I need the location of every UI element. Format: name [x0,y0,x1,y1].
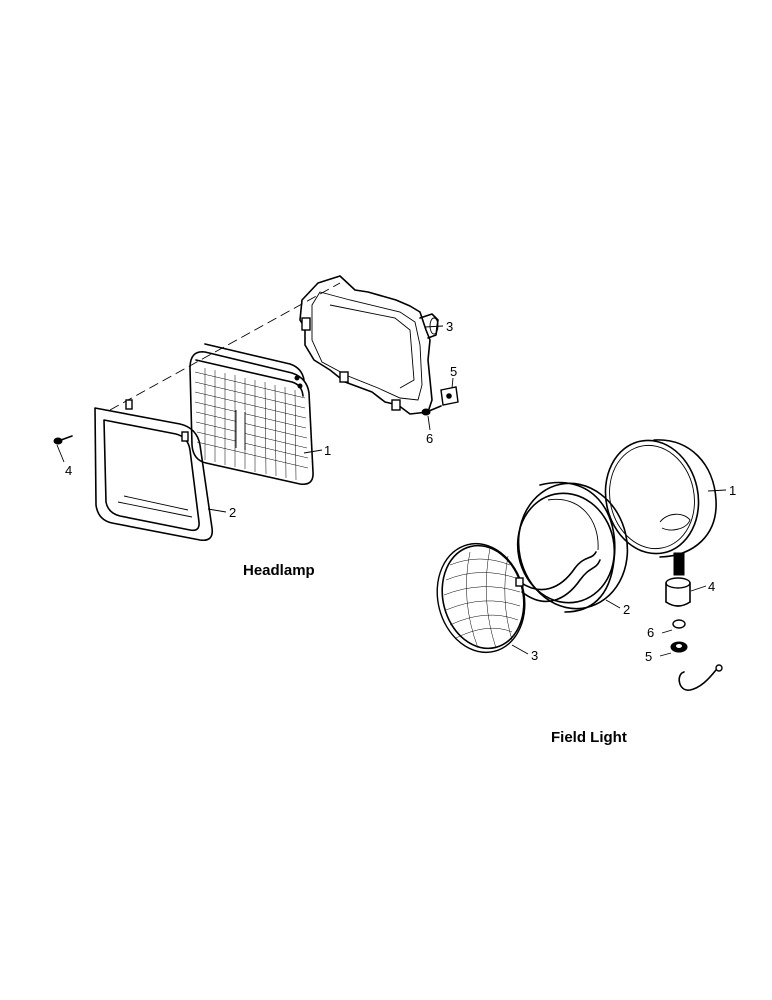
field-light-caption: Field Light [551,729,627,746]
trim-ring-tab [181,431,189,442]
headlamp-adjust-screw [421,405,442,416]
headlamp-caption: Headlamp [243,562,315,579]
field-light-nut [670,641,688,653]
field-light-callout-leaders [511,489,727,657]
field-light-sealed-beam [436,542,601,654]
headlamp-sealed-beam [189,343,314,486]
field-light-callout-4: 4 [708,579,715,594]
headlamp-lens-pattern [194,368,309,481]
field-light-lens-pattern [443,547,521,649]
field-light-lockwasher [672,619,686,629]
headlamp-callout-5: 5 [450,364,457,379]
headlamp-callout-1: 1 [324,443,331,458]
field-light-stud [673,552,685,576]
field-light-ground-wire [678,664,723,691]
headlamp-trim-ring [94,399,214,542]
headlamp-callout-6: 6 [426,431,433,446]
housing-mount-tab [301,317,311,331]
headlamp-callout-4: 4 [65,463,72,478]
field-light-callout-6: 6 [647,625,654,640]
field-light-mounting-ring [516,481,629,613]
field-light-callout-1: 1 [729,483,736,498]
headlamp-callout-3: 3 [446,319,453,334]
housing-mount-tab [391,399,401,411]
headlamp-screw [53,435,73,445]
field-light-housing [604,439,717,576]
headlamp-assembly: 1 2 3 4 5 6 Headlamp [53,275,459,579]
headlamp-callout-leaders [56,325,454,513]
trim-ring-tab [125,399,133,410]
field-light-callout-5: 5 [645,649,652,664]
field-light-assembly: 1 2 3 4 5 6 Field Light [436,439,736,746]
headlamp-housing [299,275,439,415]
field-light-callout-3: 3 [531,648,538,663]
field-light-spacer [665,577,691,607]
housing-mount-tab [339,371,349,383]
field-light-callout-2: 2 [623,602,630,617]
headlamp-callout-2: 2 [229,505,236,520]
